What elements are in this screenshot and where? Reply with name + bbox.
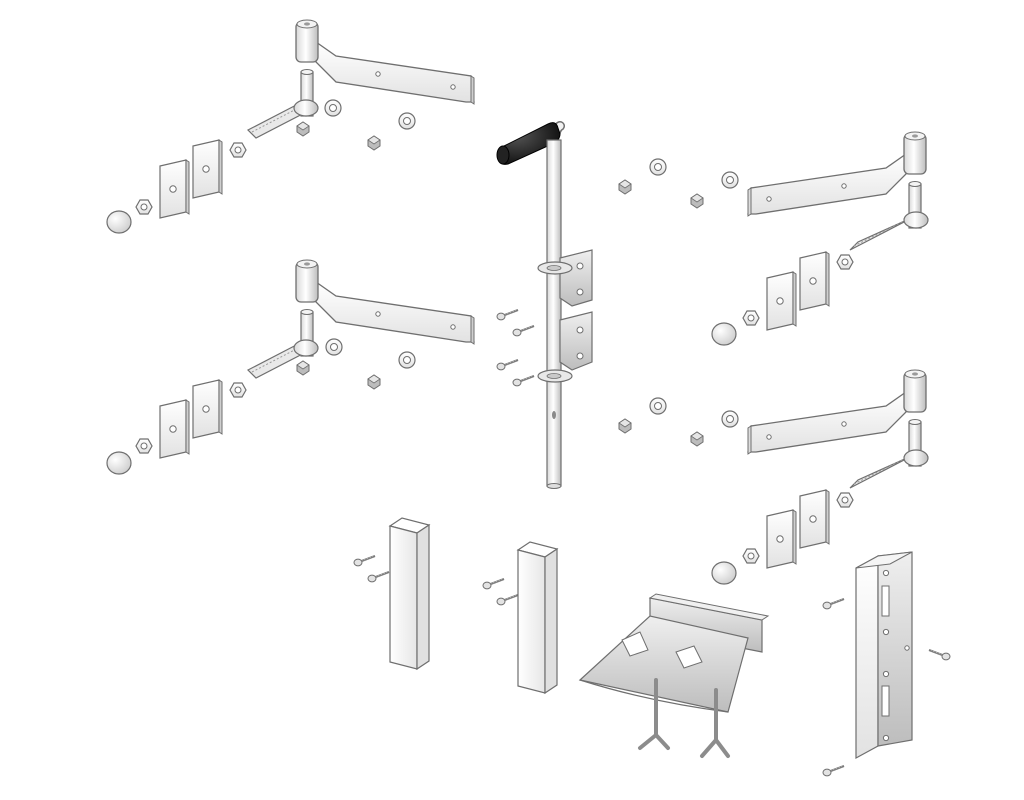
hinge-strap-assembly-mid-right (618, 369, 929, 585)
handle-grip (496, 122, 561, 165)
drop-bolt (496, 121, 593, 489)
hinge-strap-assembly-top-right (618, 131, 929, 346)
ground-stop-plate (578, 593, 770, 758)
catch-keep-plate (855, 551, 913, 760)
hinge-strap-assembly-top-left (106, 19, 475, 234)
bolt-guide-brackets (537, 249, 593, 383)
hinge-strap-assembly-mid-left (106, 259, 475, 475)
wooden-spacer-block (388, 517, 559, 695)
